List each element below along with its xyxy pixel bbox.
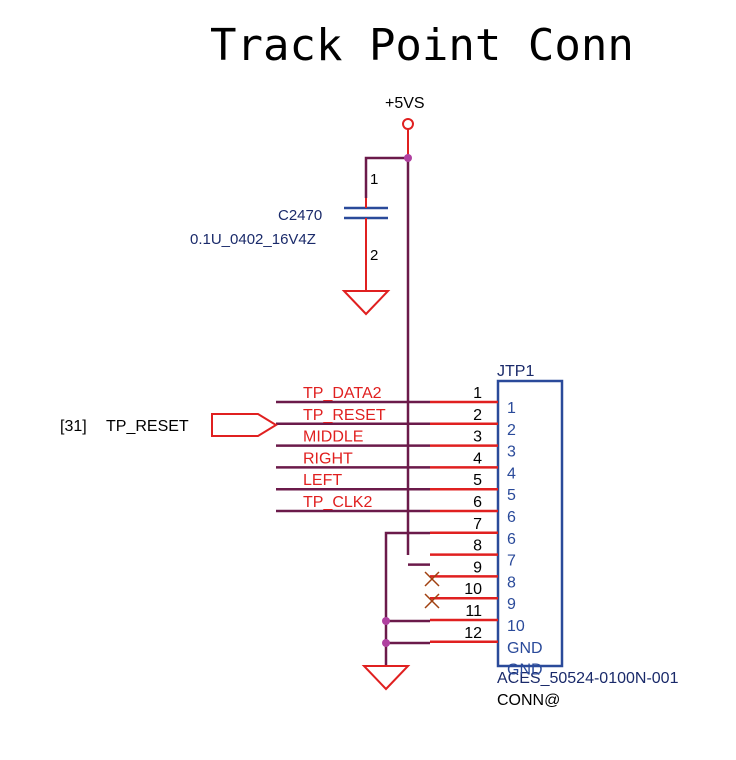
page-title: Track Point Conn	[210, 20, 634, 71]
pin-number: 2	[473, 407, 482, 424]
pin-label: 6	[507, 509, 516, 526]
cap-value: 0.1U_0402_16V4Z	[190, 231, 316, 248]
power-label: +5VS	[385, 95, 425, 112]
pin-number: 6	[473, 494, 482, 511]
connector-ref: JTP1	[497, 363, 534, 380]
pin-label: 5	[507, 487, 516, 504]
ground-symbol-cap	[341, 290, 391, 316]
pin-number: 9	[473, 559, 482, 576]
junction-dot	[404, 154, 412, 162]
pin-number: 4	[473, 450, 482, 467]
connector-part: ACES_50524-0100N-001	[497, 670, 679, 687]
offpage-sheet-ref: [31]	[60, 418, 87, 435]
connector-pins: 11TP_DATA222TP_RESET33MIDDLE44RIGHT55LEF…	[276, 385, 543, 679]
no-connect-mark	[424, 593, 440, 609]
pin-number: 7	[473, 516, 482, 533]
junction-dot	[382, 639, 390, 647]
pin-number: 8	[473, 538, 482, 555]
pin-label: 1	[507, 400, 516, 417]
pin-number: 12	[464, 625, 482, 642]
cap-pin1-label: 1	[370, 171, 378, 188]
pin-label: 7	[507, 553, 516, 570]
cap-pin2-label: 2	[370, 247, 378, 264]
pin-label: GND	[507, 662, 543, 679]
net-label: TP_RESET	[303, 407, 386, 424]
net-label: TP_DATA2	[303, 385, 382, 402]
pin-number: 5	[473, 472, 482, 489]
power-port-symbol	[402, 118, 414, 130]
pin-label: 6	[507, 531, 516, 548]
net-label: LEFT	[303, 472, 342, 489]
pin-label: 4	[507, 465, 516, 482]
pin-label: 10	[507, 618, 525, 635]
net-label: RIGHT	[303, 450, 353, 467]
offpage-connector-symbol	[211, 413, 278, 437]
connector-attr: CONN@	[497, 692, 560, 709]
cap-ref: C2470	[278, 207, 322, 224]
pin-number: 11	[465, 603, 482, 620]
offpage-net-label: TP_RESET	[106, 418, 189, 435]
pin-label: 2	[507, 422, 516, 439]
no-connect-mark	[424, 571, 440, 587]
net-label: TP_CLK2	[303, 494, 372, 511]
pin-number: 10	[464, 581, 482, 598]
pin-label: 3	[507, 444, 516, 461]
pin-label: GND	[507, 640, 543, 657]
pin-label: 8	[507, 574, 516, 591]
connector-body	[496, 379, 564, 668]
net-label: MIDDLE	[303, 429, 363, 446]
pin-label: 9	[507, 596, 516, 613]
ground-symbol-conn	[361, 665, 411, 691]
pin-number: 3	[473, 429, 482, 446]
cap-top-wire	[364, 156, 408, 198]
junction-dot	[382, 617, 390, 625]
pin-number: 1	[473, 385, 482, 402]
